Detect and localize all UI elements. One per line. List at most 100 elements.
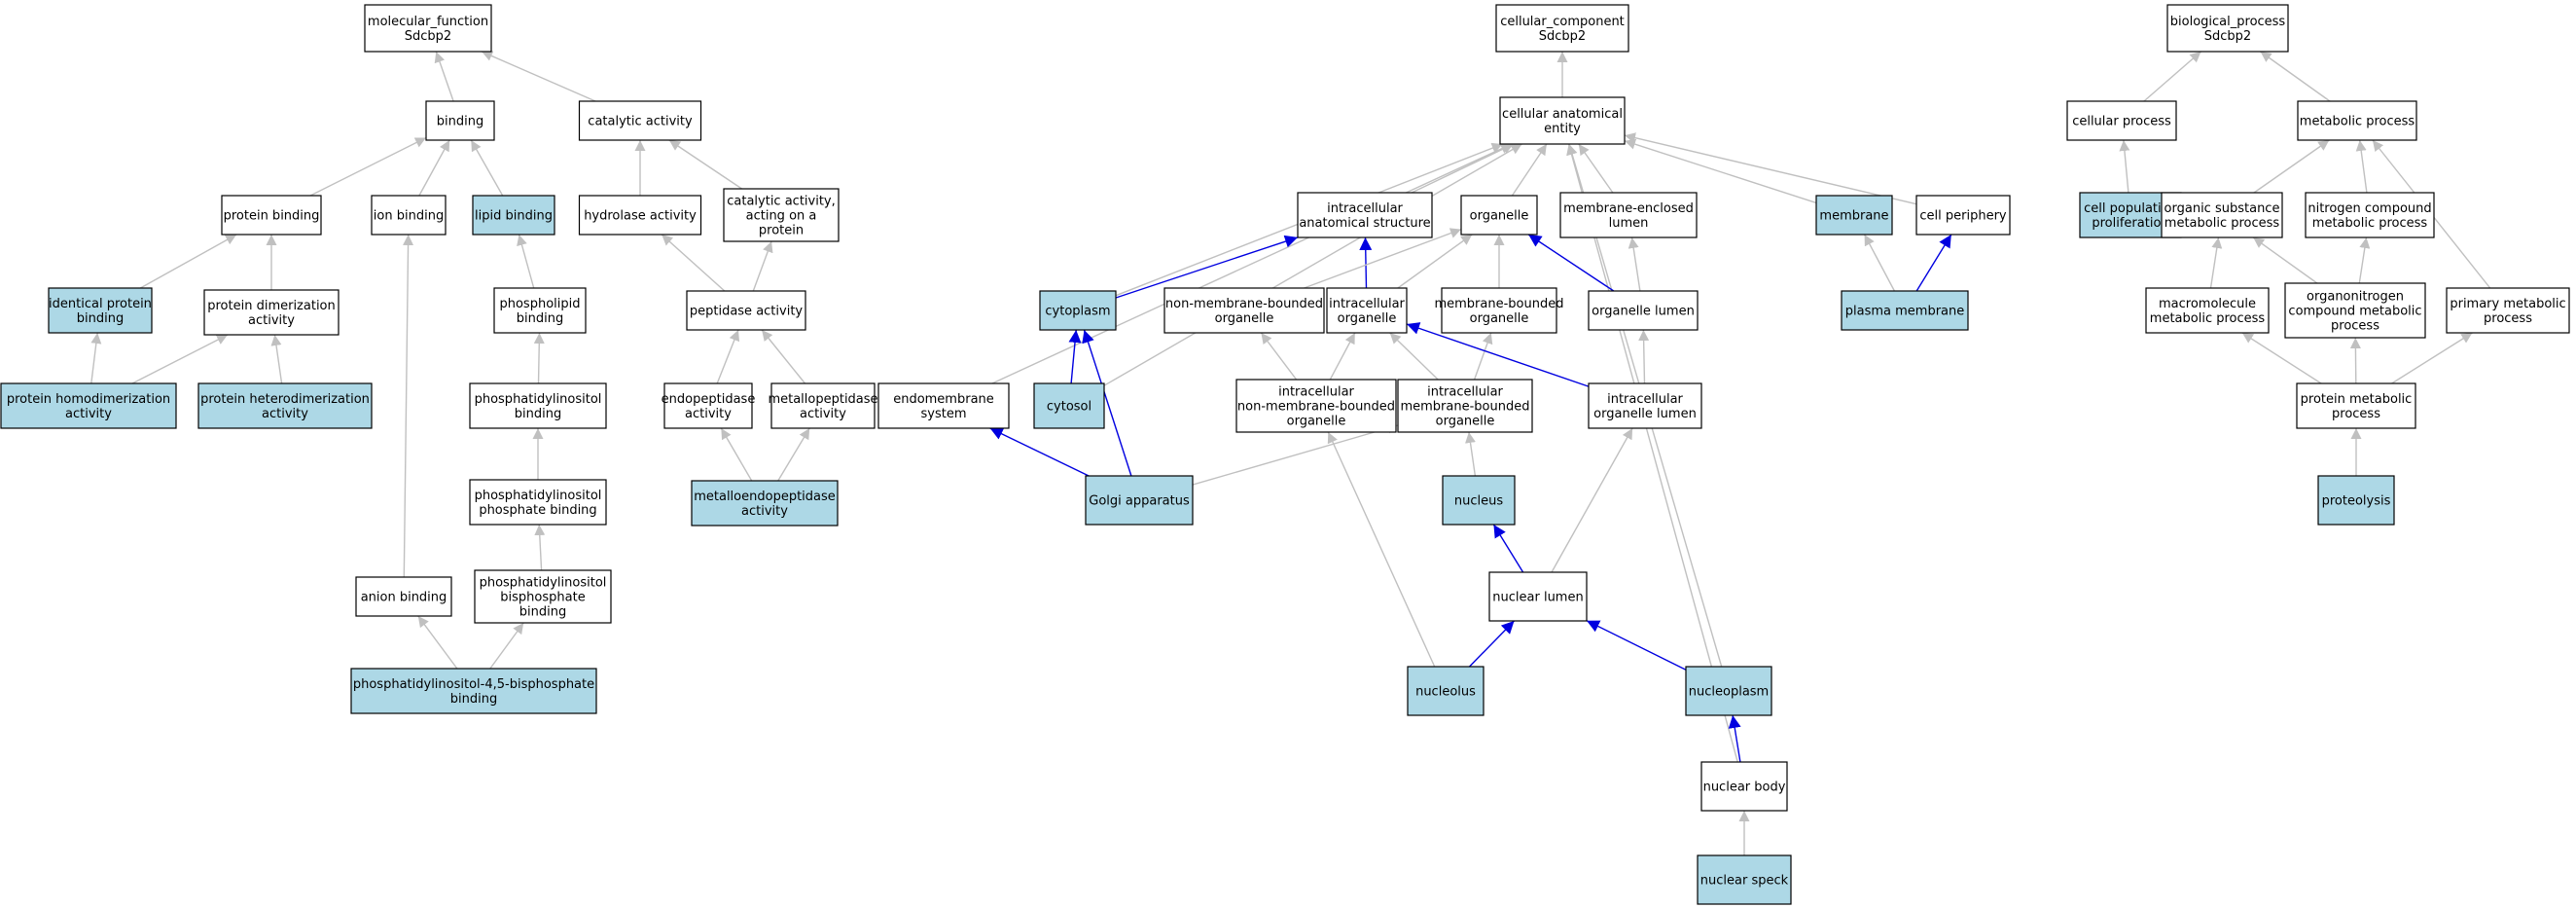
edge-peptidase-to-catprot xyxy=(752,240,773,292)
node-label: catalytic activity, xyxy=(727,195,836,209)
node-label: plasma membrane xyxy=(1845,305,1965,319)
node-label: entity xyxy=(1544,122,1581,136)
node-label: compound metabolic xyxy=(2288,305,2421,319)
node-hydrolase: hydrolase activity xyxy=(578,195,702,236)
node-label: Sdcbp2 xyxy=(2204,29,2251,44)
edge-catprot-to-catalytic xyxy=(668,139,742,190)
node-label: phosphatidylinositol xyxy=(475,489,602,503)
node-box xyxy=(2066,100,2177,141)
node-label: binding xyxy=(519,605,566,620)
node-label: activity xyxy=(248,313,295,328)
node-label: binding xyxy=(517,311,563,326)
node-box xyxy=(1559,192,1698,238)
edge-cellper-to-cae xyxy=(1624,132,1917,205)
edge-nucbody-to-nucleoplasm xyxy=(1728,714,1741,763)
node-label: proliferation xyxy=(2092,216,2168,231)
edge-intranonmem-to-nonmemorg xyxy=(1260,332,1298,381)
node-nucspeck: nuclear speck xyxy=(1697,854,1792,905)
node-label: nitrogen compound xyxy=(2308,201,2431,216)
node-label: phosphatidylinositol xyxy=(475,392,602,407)
node-peptidase: peptidase activity xyxy=(686,290,806,331)
node-label: organelle xyxy=(1338,311,1397,326)
node-label: endomembrane xyxy=(893,392,994,407)
node-label: endopeptidase xyxy=(662,392,756,407)
node-label: bisphosphate xyxy=(500,591,585,605)
edge-nuclumen-to-intraorglumen xyxy=(1551,427,1633,573)
node-label: nucleoplasm xyxy=(1689,685,1769,700)
node-label: nucleus xyxy=(1454,494,1503,509)
node-label: intracellular xyxy=(1327,201,1403,216)
node-label: macromolecule xyxy=(2159,297,2256,311)
node-box xyxy=(663,382,753,429)
node-box xyxy=(48,287,153,334)
edge-intraorglumen-to-intraorg xyxy=(1406,322,1590,387)
edge-macromol-to-orgsubst xyxy=(2209,236,2223,289)
edge-heterodimer-to-protdimer xyxy=(270,334,283,384)
node-box xyxy=(493,287,587,334)
node-label: organelle xyxy=(1470,311,1529,326)
node-box xyxy=(469,382,607,429)
node-box xyxy=(350,668,597,714)
node-box xyxy=(1326,287,1408,334)
node-label: non-membrane-bounded xyxy=(1165,297,1323,311)
edge-protmetab-to-primmetab xyxy=(2391,332,2473,384)
node-label: Sdcbp2 xyxy=(405,29,451,44)
node-box xyxy=(1488,571,1588,622)
node-label: activity xyxy=(262,407,308,421)
edge-intraorg-to-organelle xyxy=(1397,234,1473,289)
edge-layer xyxy=(90,51,2491,855)
edge-homodimer-to-protdimer xyxy=(131,334,229,384)
edge-orgsubst-to-metab xyxy=(2253,139,2330,194)
node-label: protein dimerization xyxy=(207,299,336,313)
node-label: metabolic process xyxy=(2312,216,2428,231)
edge-phospholipid-to-lipidbind xyxy=(517,234,535,289)
edge-pibisbind-to-pipbind xyxy=(534,524,546,571)
node-box xyxy=(1039,290,1117,331)
node-label: activity xyxy=(800,407,846,421)
node-box xyxy=(691,480,839,527)
edge-metalloendo-to-endopep xyxy=(720,427,753,482)
node-label: phospholipid xyxy=(499,297,580,311)
edge-cytosol-to-cae xyxy=(1103,143,1522,386)
node-label: protein metabolic xyxy=(2301,392,2413,407)
node-label: nuclear lumen xyxy=(1492,591,1583,605)
node-organelle: organelle xyxy=(1460,195,1538,236)
node-box xyxy=(1588,290,1699,331)
node-box xyxy=(1915,195,2011,236)
node-label: binding xyxy=(515,407,561,421)
node-label: membrane xyxy=(1819,209,1888,224)
node-label: cellular process xyxy=(2072,115,2171,129)
node-box xyxy=(472,195,555,236)
node-label: intracellular xyxy=(1278,385,1354,400)
node-label: cell periphery xyxy=(1919,209,2007,224)
node-box xyxy=(1700,761,1788,812)
edge-cytoplasm-to-ias xyxy=(1115,235,1299,299)
edge-ionbind-to-binding xyxy=(418,139,450,197)
node-box xyxy=(2305,192,2435,238)
edge-cellproc-to-bp xyxy=(2143,51,2201,102)
node-label: protein xyxy=(759,224,804,238)
edge-intranonmem-to-intraorg xyxy=(1329,332,1356,381)
node-label: cytosol xyxy=(1047,400,1091,415)
node-label: metallopeptidase xyxy=(768,392,877,407)
edge-nonmemorg-to-organelle xyxy=(1304,228,1462,289)
node-pi45: phosphatidylinositol-4,5-bisphosphatebin… xyxy=(350,668,597,714)
edge-pi45-to-pibisbind xyxy=(489,622,524,670)
node-label: process xyxy=(2332,407,2380,421)
node-box xyxy=(1588,382,1702,429)
node-label: organelle lumen xyxy=(1592,305,1695,319)
edge-golgi-to-endomem xyxy=(989,427,1090,477)
node-label: protein binding xyxy=(224,209,320,224)
node-label: organelle lumen xyxy=(1593,407,1697,421)
node-box xyxy=(2446,287,2570,334)
node-label: metabolic process xyxy=(2300,115,2415,129)
edge-binding-to-mf xyxy=(434,51,454,102)
